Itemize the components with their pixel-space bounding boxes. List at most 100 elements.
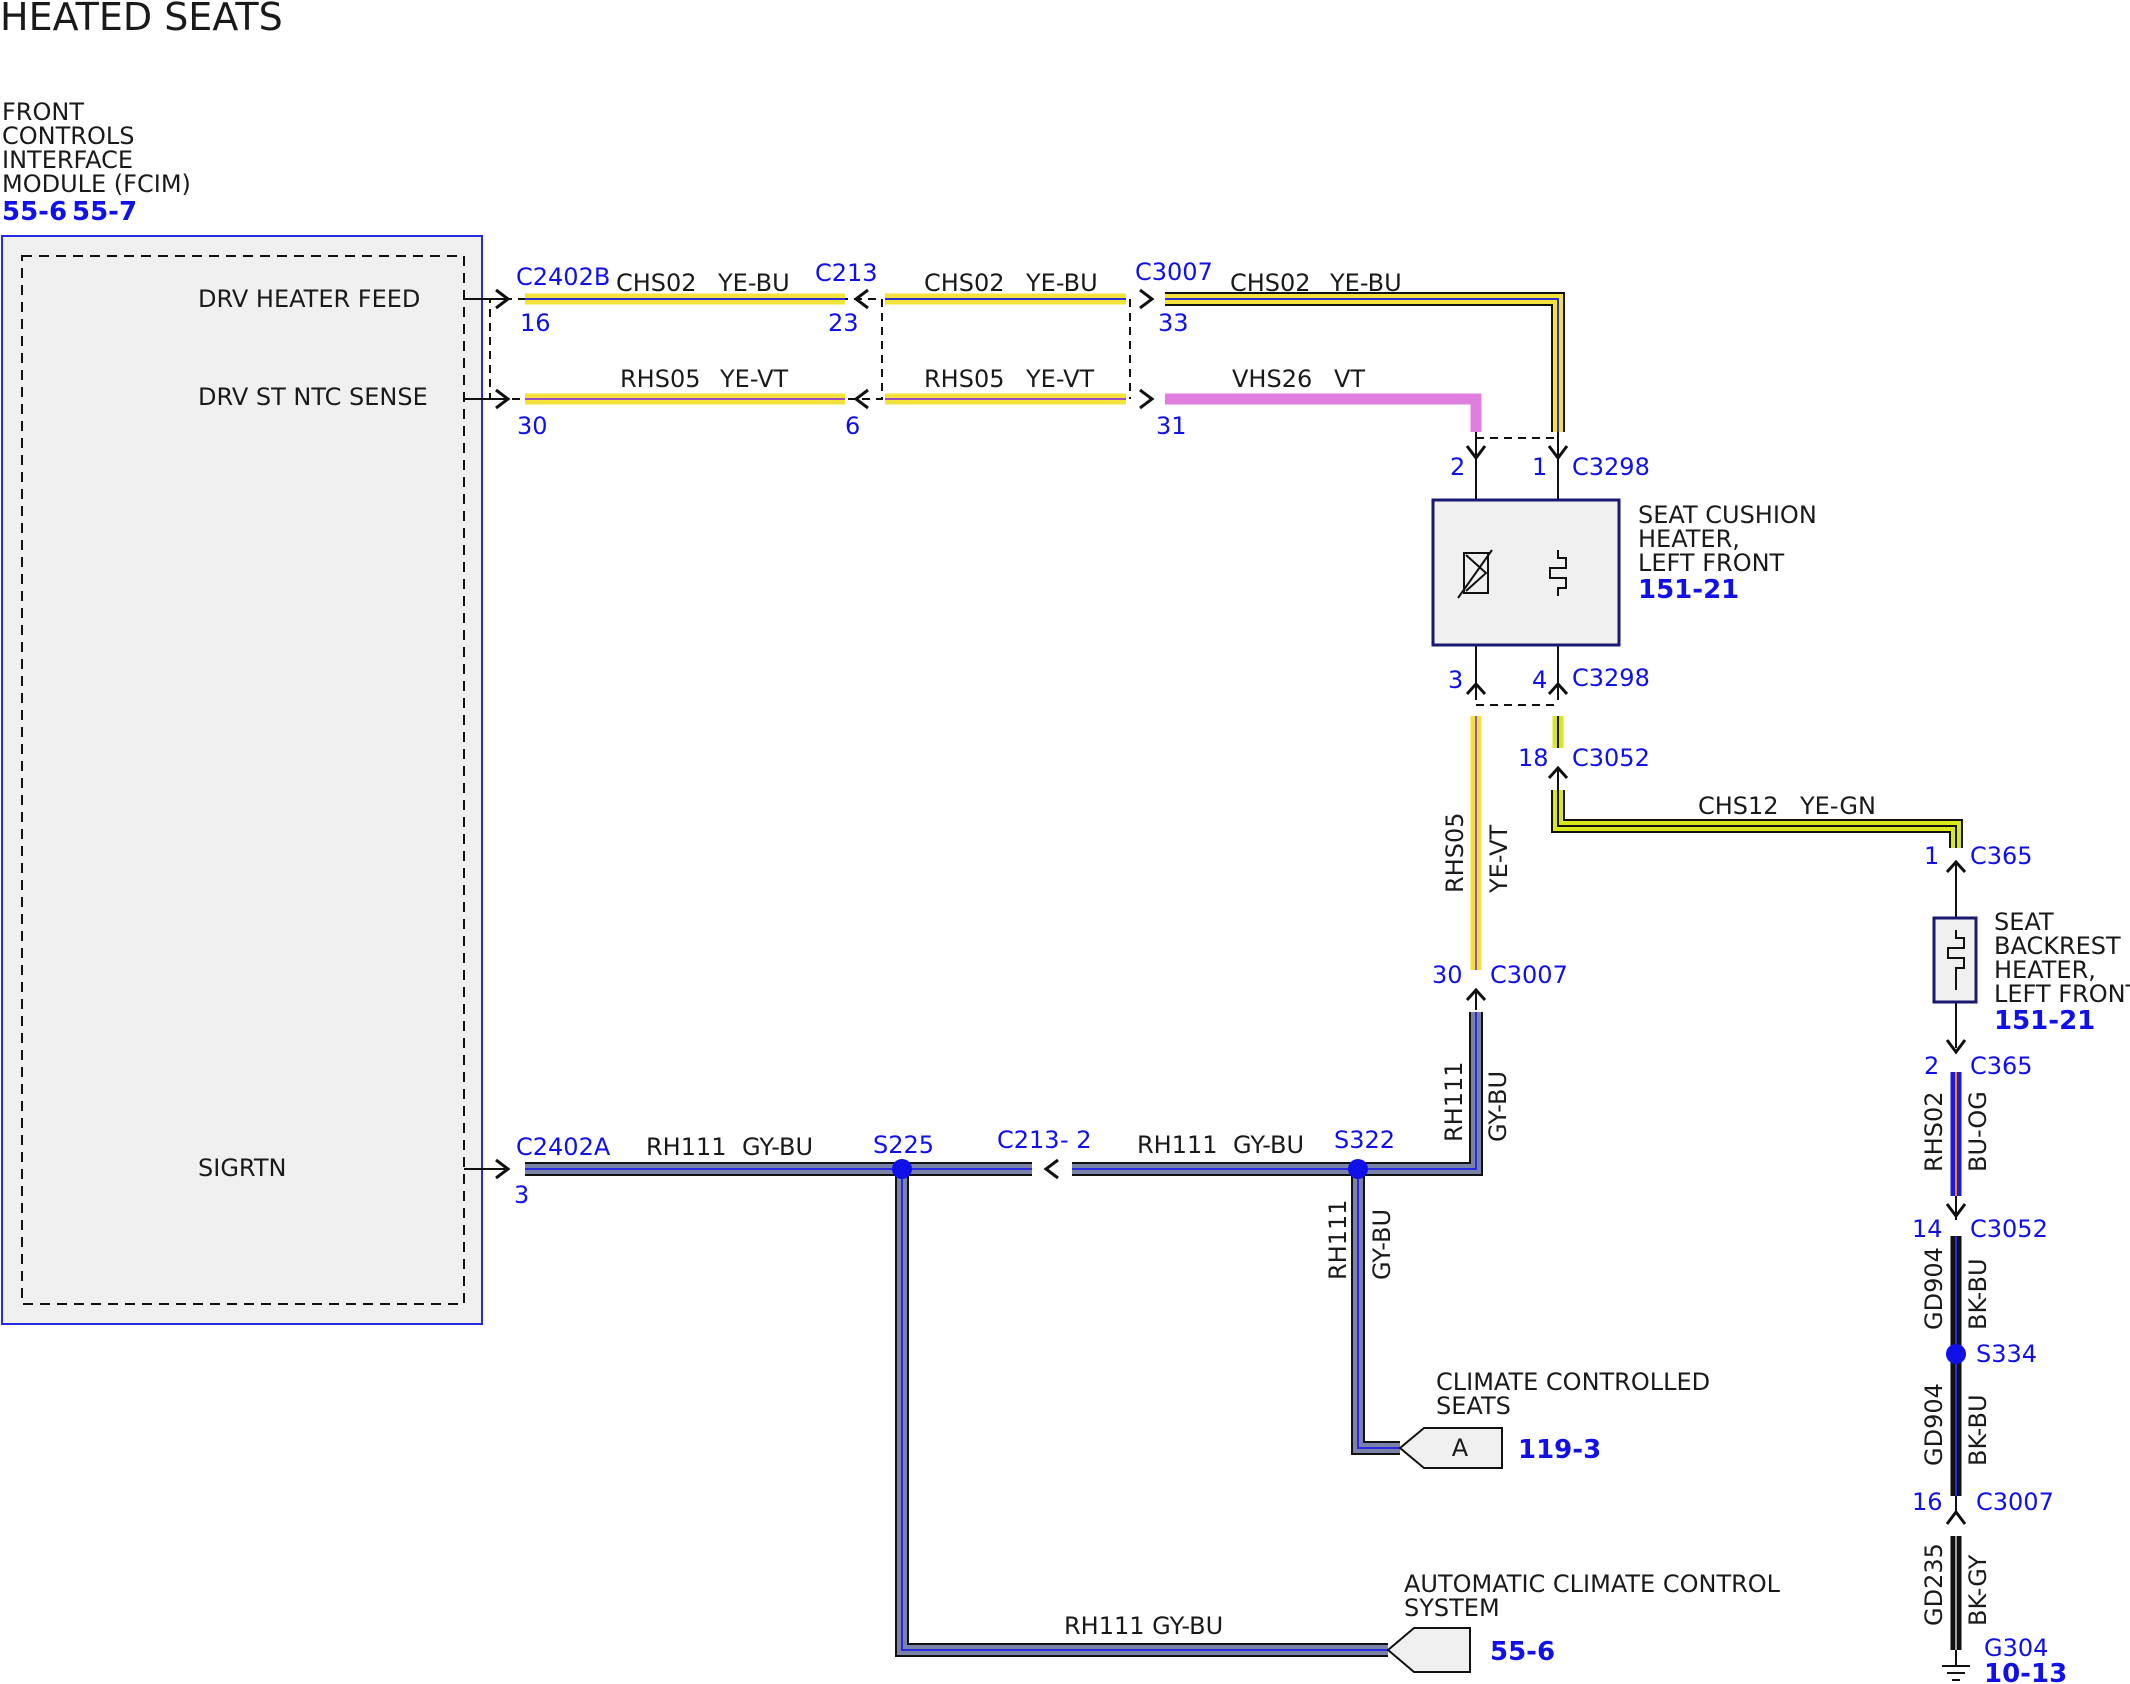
wire-rh111-to-auto-climate <box>895 1169 1388 1657</box>
climate-seats-line-2: SEATS <box>1436 1392 1511 1420</box>
label-ye-bu-1: YE-BU <box>717 269 790 297</box>
label-chs02-1: CHS02 <box>616 269 697 297</box>
label-rh111-1: RH111 <box>646 1133 727 1161</box>
wire-chs02-segment-3 <box>1165 292 1565 432</box>
label-gd904-2: GD904 <box>1920 1383 1948 1466</box>
pin-2b: 2 <box>1924 1052 1939 1080</box>
label-c213-bottom-pin: - 2 <box>1060 1126 1092 1154</box>
label-rhs05-vertical: RHS05 <box>1441 813 1469 894</box>
pin-14: 14 <box>1912 1215 1943 1243</box>
fcim-inner-dashed <box>21 255 465 1305</box>
label-rhs05-2: RHS05 <box>924 365 1005 393</box>
fcim-ref-2[interactable]: 55-7 <box>72 197 137 227</box>
seat-cushion-heater-box <box>1431 498 1621 647</box>
climate-seats-ref[interactable]: 119-3 <box>1518 1435 1601 1465</box>
pin-4: 4 <box>1532 666 1547 694</box>
label-gy-bu-vertical: GY-BU <box>1484 1071 1512 1142</box>
pin-label-sigrtn: SIGRTN <box>198 1154 286 1182</box>
pin-16b: 16 <box>1912 1488 1943 1516</box>
label-g304: G304 <box>1984 1634 2048 1662</box>
wire-rh111-vertical <box>1358 1012 1483 1176</box>
backrest-line-4: LEFT FRONT <box>1994 980 2130 1008</box>
label-bu-og: BU-OG <box>1964 1091 1992 1172</box>
label-ye-vt-vertical: YE-VT <box>1485 825 1513 894</box>
pin-3a: 3 <box>514 1181 529 1209</box>
splice-s334 <box>1946 1344 1966 1364</box>
label-ye-vt-1: YE-VT <box>719 365 788 393</box>
backrest-ref[interactable]: 151-21 <box>1994 1006 2095 1036</box>
label-bk-bu-1: BK-BU <box>1964 1258 1992 1330</box>
pin-30b: 30 <box>1432 961 1463 989</box>
label-rhs05-1: RHS05 <box>620 365 701 393</box>
label-rh111-gy-bu-auto: RH111 GY-BU <box>1064 1612 1223 1640</box>
arrows-c3298-bottom <box>1465 681 1569 696</box>
label-ye-vt-2: YE-VT <box>1025 365 1094 393</box>
label-c365-bottom: C365 <box>1970 1052 2033 1080</box>
arrows-sigrtn-row <box>495 1158 1059 1180</box>
fcim-ref-1[interactable]: 55-6 <box>2 197 67 227</box>
label-c3007-top: C3007 <box>1135 258 1213 286</box>
fcim-name-line-1: FRONT <box>2 98 84 126</box>
backrest-heater-element-icon <box>1947 930 1965 990</box>
seat-cushion-line-1: SEAT CUSHION <box>1638 501 1817 529</box>
label-rhs02: RHS02 <box>1920 1092 1948 1173</box>
label-vhs26: VHS26 <box>1232 365 1312 393</box>
pin-1: 1 <box>1532 453 1547 481</box>
pin-2: 2 <box>1450 453 1465 481</box>
label-gd235: GD235 <box>1920 1543 1948 1626</box>
wire-chs12 <box>1551 790 1963 848</box>
pin-18: 18 <box>1518 744 1549 772</box>
label-vt: VT <box>1334 365 1365 393</box>
label-ye-bu-2: YE-BU <box>1025 269 1098 297</box>
label-s225: S225 <box>873 1131 934 1159</box>
climate-seats-letter: A <box>1452 1434 1469 1462</box>
arrow-c3007-bottom <box>1945 1509 1967 1525</box>
pin-label-drv-heater-feed: DRV HEATER FEED <box>198 285 420 313</box>
pin-30a: 30 <box>517 412 548 440</box>
pin-33: 33 <box>1158 309 1189 337</box>
label-chs02-2: CHS02 <box>924 269 1005 297</box>
pin-3b: 3 <box>1448 666 1463 694</box>
pin-6: 6 <box>845 412 860 440</box>
label-c3298-top: C3298 <box>1572 453 1650 481</box>
label-c3052-b: C3052 <box>1970 1215 2048 1243</box>
label-c365-top: C365 <box>1970 842 2033 870</box>
fcim-name-line-2: CONTROLS <box>2 122 134 150</box>
auto-climate-ref[interactable]: 55-6 <box>1490 1637 1555 1667</box>
climate-seats-connector-tag <box>1398 1427 1503 1469</box>
label-c2402a: C2402A <box>516 1133 611 1161</box>
label-c2402b: C2402B <box>516 263 610 291</box>
pin-1b: 1 <box>1924 842 1939 870</box>
seat-cushion-line-2: HEATER, <box>1638 525 1740 553</box>
fcim-name-line-4: MODULE (FCIM) <box>2 170 191 198</box>
auto-climate-line-1: AUTOMATIC CLIMATE CONTROL <box>1404 1570 1781 1598</box>
fcim-name-line-3: INTERFACE <box>2 146 133 174</box>
label-chs02-3: CHS02 <box>1230 269 1311 297</box>
ground-icon <box>1942 1650 1970 1681</box>
ground-ref[interactable]: 10-13 <box>1984 1659 2067 1684</box>
label-gy-bu-1: GY-BU <box>742 1133 813 1161</box>
wire-vhs26 <box>1165 393 1482 432</box>
splice-s322 <box>1348 1159 1368 1179</box>
arrows-top <box>495 288 1155 410</box>
pin-31: 31 <box>1156 412 1187 440</box>
arrow-c365-bottom <box>1945 1039 1967 1055</box>
seat-cushion-ref[interactable]: 151-21 <box>1638 575 1739 605</box>
label-c213-bottom: C213 <box>997 1126 1060 1154</box>
pin-23: 23 <box>828 309 859 337</box>
backrest-line-2: BACKREST <box>1994 932 2121 960</box>
backrest-line-3: HEATER, <box>1994 956 2096 984</box>
wire-rh111-to-climate-seats <box>1351 1169 1400 1455</box>
label-c3007-bottom: C3007 <box>1976 1488 2054 1516</box>
label-s322: S322 <box>1334 1126 1395 1154</box>
label-c3007-mid: C3007 <box>1490 961 1568 989</box>
label-ye-bu-3: YE-BU <box>1329 269 1402 297</box>
diagram-title: HEATED SEATS <box>0 0 283 39</box>
label-c213-top: C213 <box>815 259 878 287</box>
auto-climate-connector-tag <box>1386 1627 1471 1673</box>
label-rh111-branch: RH111 <box>1324 1199 1352 1280</box>
pin-label-drv-st-ntc-sense: DRV ST NTC SENSE <box>198 383 428 411</box>
heater-element-icon <box>1549 550 1567 596</box>
label-rh111-2: RH111 <box>1137 1131 1218 1159</box>
